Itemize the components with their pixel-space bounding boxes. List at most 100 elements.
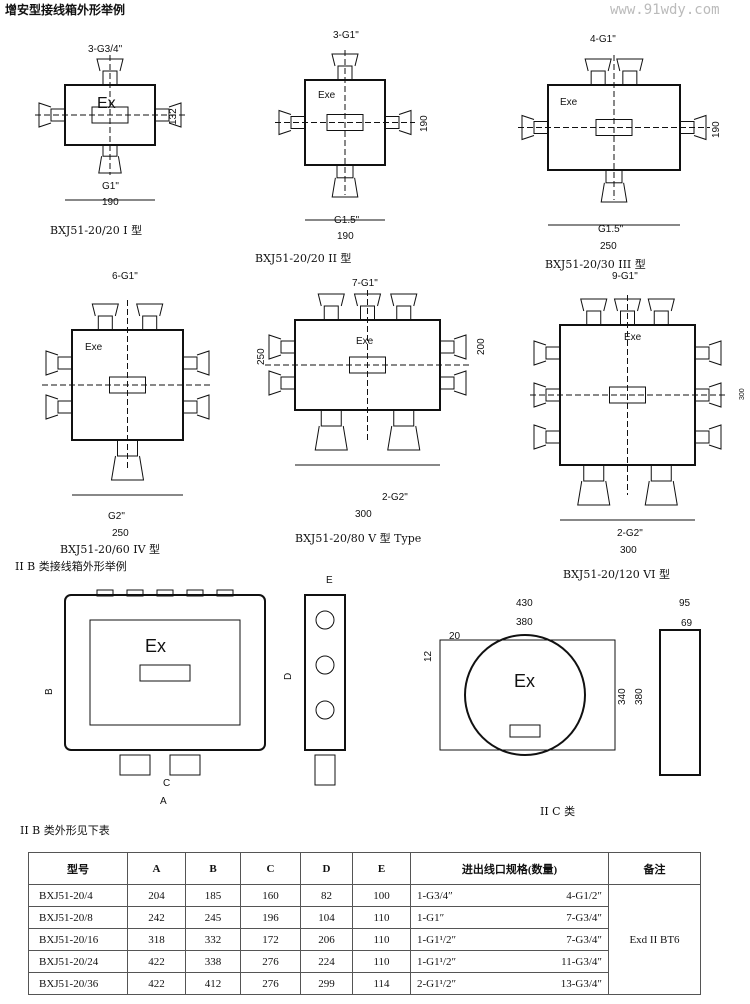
- gland: [268, 334, 282, 360]
- gland: [533, 121, 549, 134]
- iib-side-gland: [315, 610, 335, 630]
- cell-a: 422: [127, 972, 186, 995]
- header-c: C: [240, 852, 301, 885]
- cell-a: 318: [127, 928, 186, 951]
- header-spec: 进出线口规格(数量): [410, 852, 609, 885]
- gland: [268, 370, 282, 396]
- iic-dim-69: 69: [681, 618, 693, 629]
- gland: [336, 164, 354, 179]
- cell-spec: 1-G1¹/2″11-G3/4″: [410, 950, 609, 973]
- gland: [600, 182, 628, 203]
- cell-d: 82: [300, 884, 353, 907]
- iib-bottom-gland: [119, 754, 151, 776]
- gland: [584, 58, 612, 72]
- gland: [384, 116, 400, 129]
- iib-dim-c: C: [163, 778, 170, 789]
- box-shapes: [35, 50, 725, 786]
- iic-side-body: [659, 629, 701, 776]
- cell-a: 422: [127, 950, 186, 973]
- gland: [694, 346, 710, 360]
- gland: [280, 376, 296, 390]
- d5-mark: Exe: [356, 336, 374, 347]
- d1-bottom-label: G1": [102, 181, 119, 192]
- iic-caption: II C 类: [540, 805, 576, 818]
- gland: [182, 356, 198, 370]
- iic-dim-95: 95: [679, 598, 691, 609]
- gland: [97, 315, 113, 331]
- gland: [613, 298, 642, 312]
- cell-c: 160: [240, 884, 301, 907]
- spec-main: 1-G1¹/2″: [417, 955, 457, 968]
- d6-top-label: 9-G1": [612, 271, 638, 282]
- gland: [290, 116, 306, 129]
- cell-note: Exd II BT6: [608, 884, 701, 995]
- gland: [583, 464, 605, 482]
- iib-dim-d: D: [283, 673, 294, 680]
- watermark: www.91wdy.com: [610, 2, 720, 18]
- gland: [708, 424, 722, 450]
- cell-d: 224: [300, 950, 353, 973]
- d4-top-label: 6-G1": [112, 271, 138, 282]
- d4-caption: BXJ51-20/60 IV 型: [60, 543, 161, 556]
- cell-c: 196: [240, 906, 301, 929]
- header-a: A: [127, 852, 186, 885]
- iib-section-title: II B 类接线箱外形举例: [15, 560, 127, 573]
- d4-height-dim: 250: [256, 348, 267, 365]
- cell-spec: 1-G1¹/2″7-G3/4″: [410, 928, 609, 951]
- header-b: B: [185, 852, 241, 885]
- iib-side-gland: [315, 655, 335, 675]
- header-e: E: [352, 852, 411, 885]
- d5-width-dim: 300: [355, 509, 372, 520]
- cell-model: BXJ51-20/16: [28, 928, 128, 951]
- d2-caption: BXJ51-20/20 II 型: [255, 252, 352, 265]
- iic-dim-12: 12: [423, 650, 434, 662]
- iic-dim-340: 340: [617, 688, 628, 705]
- gland: [182, 400, 198, 414]
- gland: [439, 376, 455, 390]
- iib-top-gland: [126, 589, 144, 597]
- gland: [57, 400, 73, 414]
- cell-e: 110: [352, 906, 411, 929]
- cell-d: 104: [300, 906, 353, 929]
- gland: [50, 108, 66, 122]
- iib-mark: Ex: [145, 636, 166, 656]
- gland: [196, 394, 210, 420]
- iic-nameplate: [509, 724, 541, 738]
- d3-width-dim: 250: [600, 241, 617, 252]
- d5-bottom-label: 2-G2": [382, 492, 408, 503]
- cell-d: 206: [300, 928, 353, 951]
- iib-bottom-gland: [169, 754, 201, 776]
- gland: [331, 53, 359, 67]
- gland: [533, 424, 547, 450]
- iic-mark: Ex: [514, 671, 535, 691]
- spec-main: 1-G3/4″: [417, 889, 453, 902]
- d2-width-dim: 190: [337, 231, 354, 242]
- d3-caption: BXJ51-20/30 III 型: [545, 258, 646, 271]
- gland: [110, 455, 145, 481]
- d2-mark: Exe: [318, 90, 336, 101]
- gland: [353, 293, 382, 307]
- gland: [694, 388, 710, 402]
- cell-model: BXJ51-20/36: [28, 972, 128, 995]
- gland: [708, 382, 722, 408]
- cell-a: 242: [127, 906, 186, 929]
- d1-height-dim: 132: [168, 108, 179, 125]
- gland: [605, 169, 623, 184]
- d1-top-label: 3-G3/4": [88, 44, 123, 55]
- cell-d: 299: [300, 972, 353, 995]
- iib-dim-a: A: [160, 796, 167, 807]
- gland: [360, 305, 375, 321]
- gland: [320, 409, 342, 427]
- iib-box: [64, 594, 266, 751]
- gland: [590, 70, 606, 86]
- cell-model: BXJ51-20/8: [28, 906, 128, 929]
- iib-dim-e: E: [326, 575, 333, 586]
- iic-dim-20: 20: [449, 631, 461, 642]
- d1-caption: BXJ51-20/20 I 型: [50, 224, 143, 237]
- iib-lid: [89, 619, 241, 726]
- cell-model: BXJ51-20/24: [28, 950, 128, 973]
- iib-side-bottom-gland: [314, 754, 336, 786]
